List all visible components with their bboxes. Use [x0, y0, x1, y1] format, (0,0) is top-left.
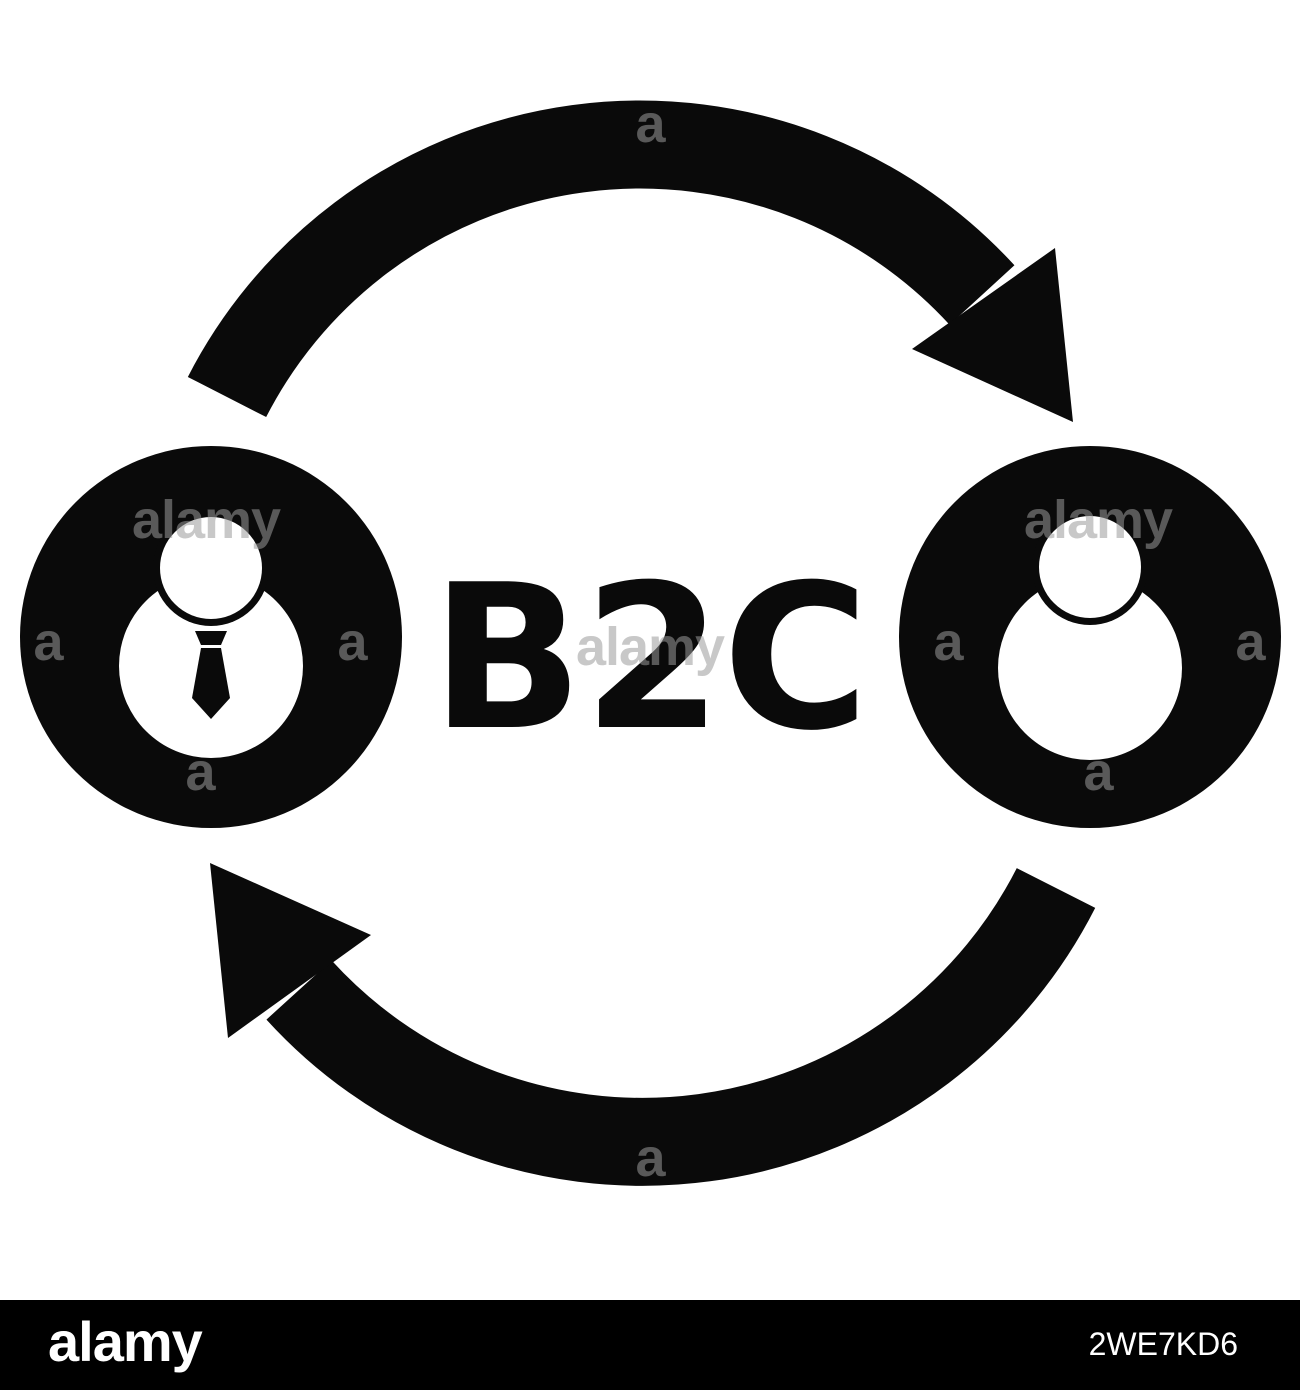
watermark-mark: a — [33, 612, 64, 672]
watermark-mark: a — [185, 742, 216, 802]
watermark-mark: a — [635, 94, 666, 154]
person-icon — [998, 509, 1182, 760]
watermark-mark: a — [933, 612, 964, 672]
watermark-mark: a — [635, 1128, 666, 1188]
business-node — [20, 446, 402, 828]
consumer-node — [899, 446, 1281, 828]
footer-bar: alamy 2WE7KD6 — [0, 1300, 1300, 1390]
watermark-text: alamy — [576, 617, 725, 677]
watermark-mark: a — [337, 612, 368, 672]
b2c-diagram: B2C alamy alamy alamy a a a a a a a a — [20, 94, 1281, 1188]
footer-logo: alamy — [48, 1310, 203, 1373]
watermark: alamy alamy alamy a a a a a a a a — [33, 94, 1267, 1188]
watermark-mark: a — [1235, 612, 1266, 672]
arrow-top-clockwise-icon — [187, 100, 1073, 422]
watermark-text: alamy — [1024, 490, 1173, 550]
watermark-text: alamy — [132, 490, 281, 550]
watermark-mark: a — [1083, 742, 1114, 802]
image-id: 2WE7KD6 — [1088, 1326, 1238, 1362]
arrow-bottom-clockwise-icon — [210, 863, 1096, 1186]
businessman-with-tie-icon — [119, 510, 303, 758]
b2c-label: B2C — [431, 542, 869, 775]
